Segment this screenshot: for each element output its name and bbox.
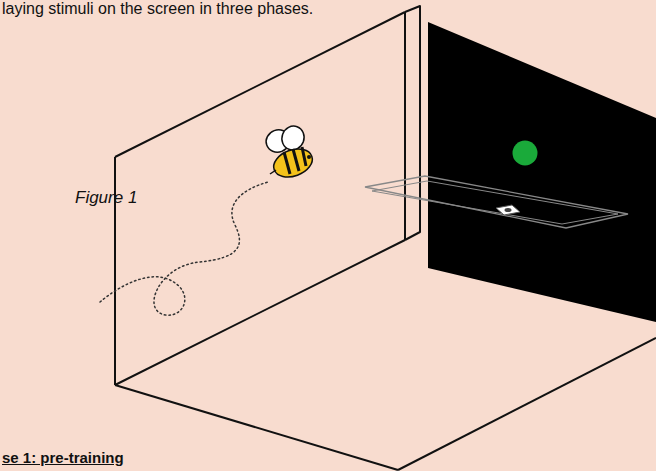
feeder-platform [365, 176, 628, 228]
screen-frame [405, 6, 420, 240]
green-stimulus [513, 141, 538, 166]
wall-edge [115, 12, 405, 157]
bee [263, 123, 316, 182]
screen [428, 22, 656, 322]
phase-heading: se 1: pre-training [2, 449, 124, 466]
floor-edge [115, 240, 405, 385]
feeder-platform [372, 181, 618, 224]
floor-edge [115, 385, 398, 470]
intro-text: laying stimuli on the screen in three ph… [2, 0, 313, 18]
feeder [505, 208, 512, 212]
figure-label: Figure 1 [75, 188, 137, 208]
floor-edge [398, 338, 656, 470]
wall-edge [404, 12, 406, 240]
feeder [496, 205, 520, 215]
